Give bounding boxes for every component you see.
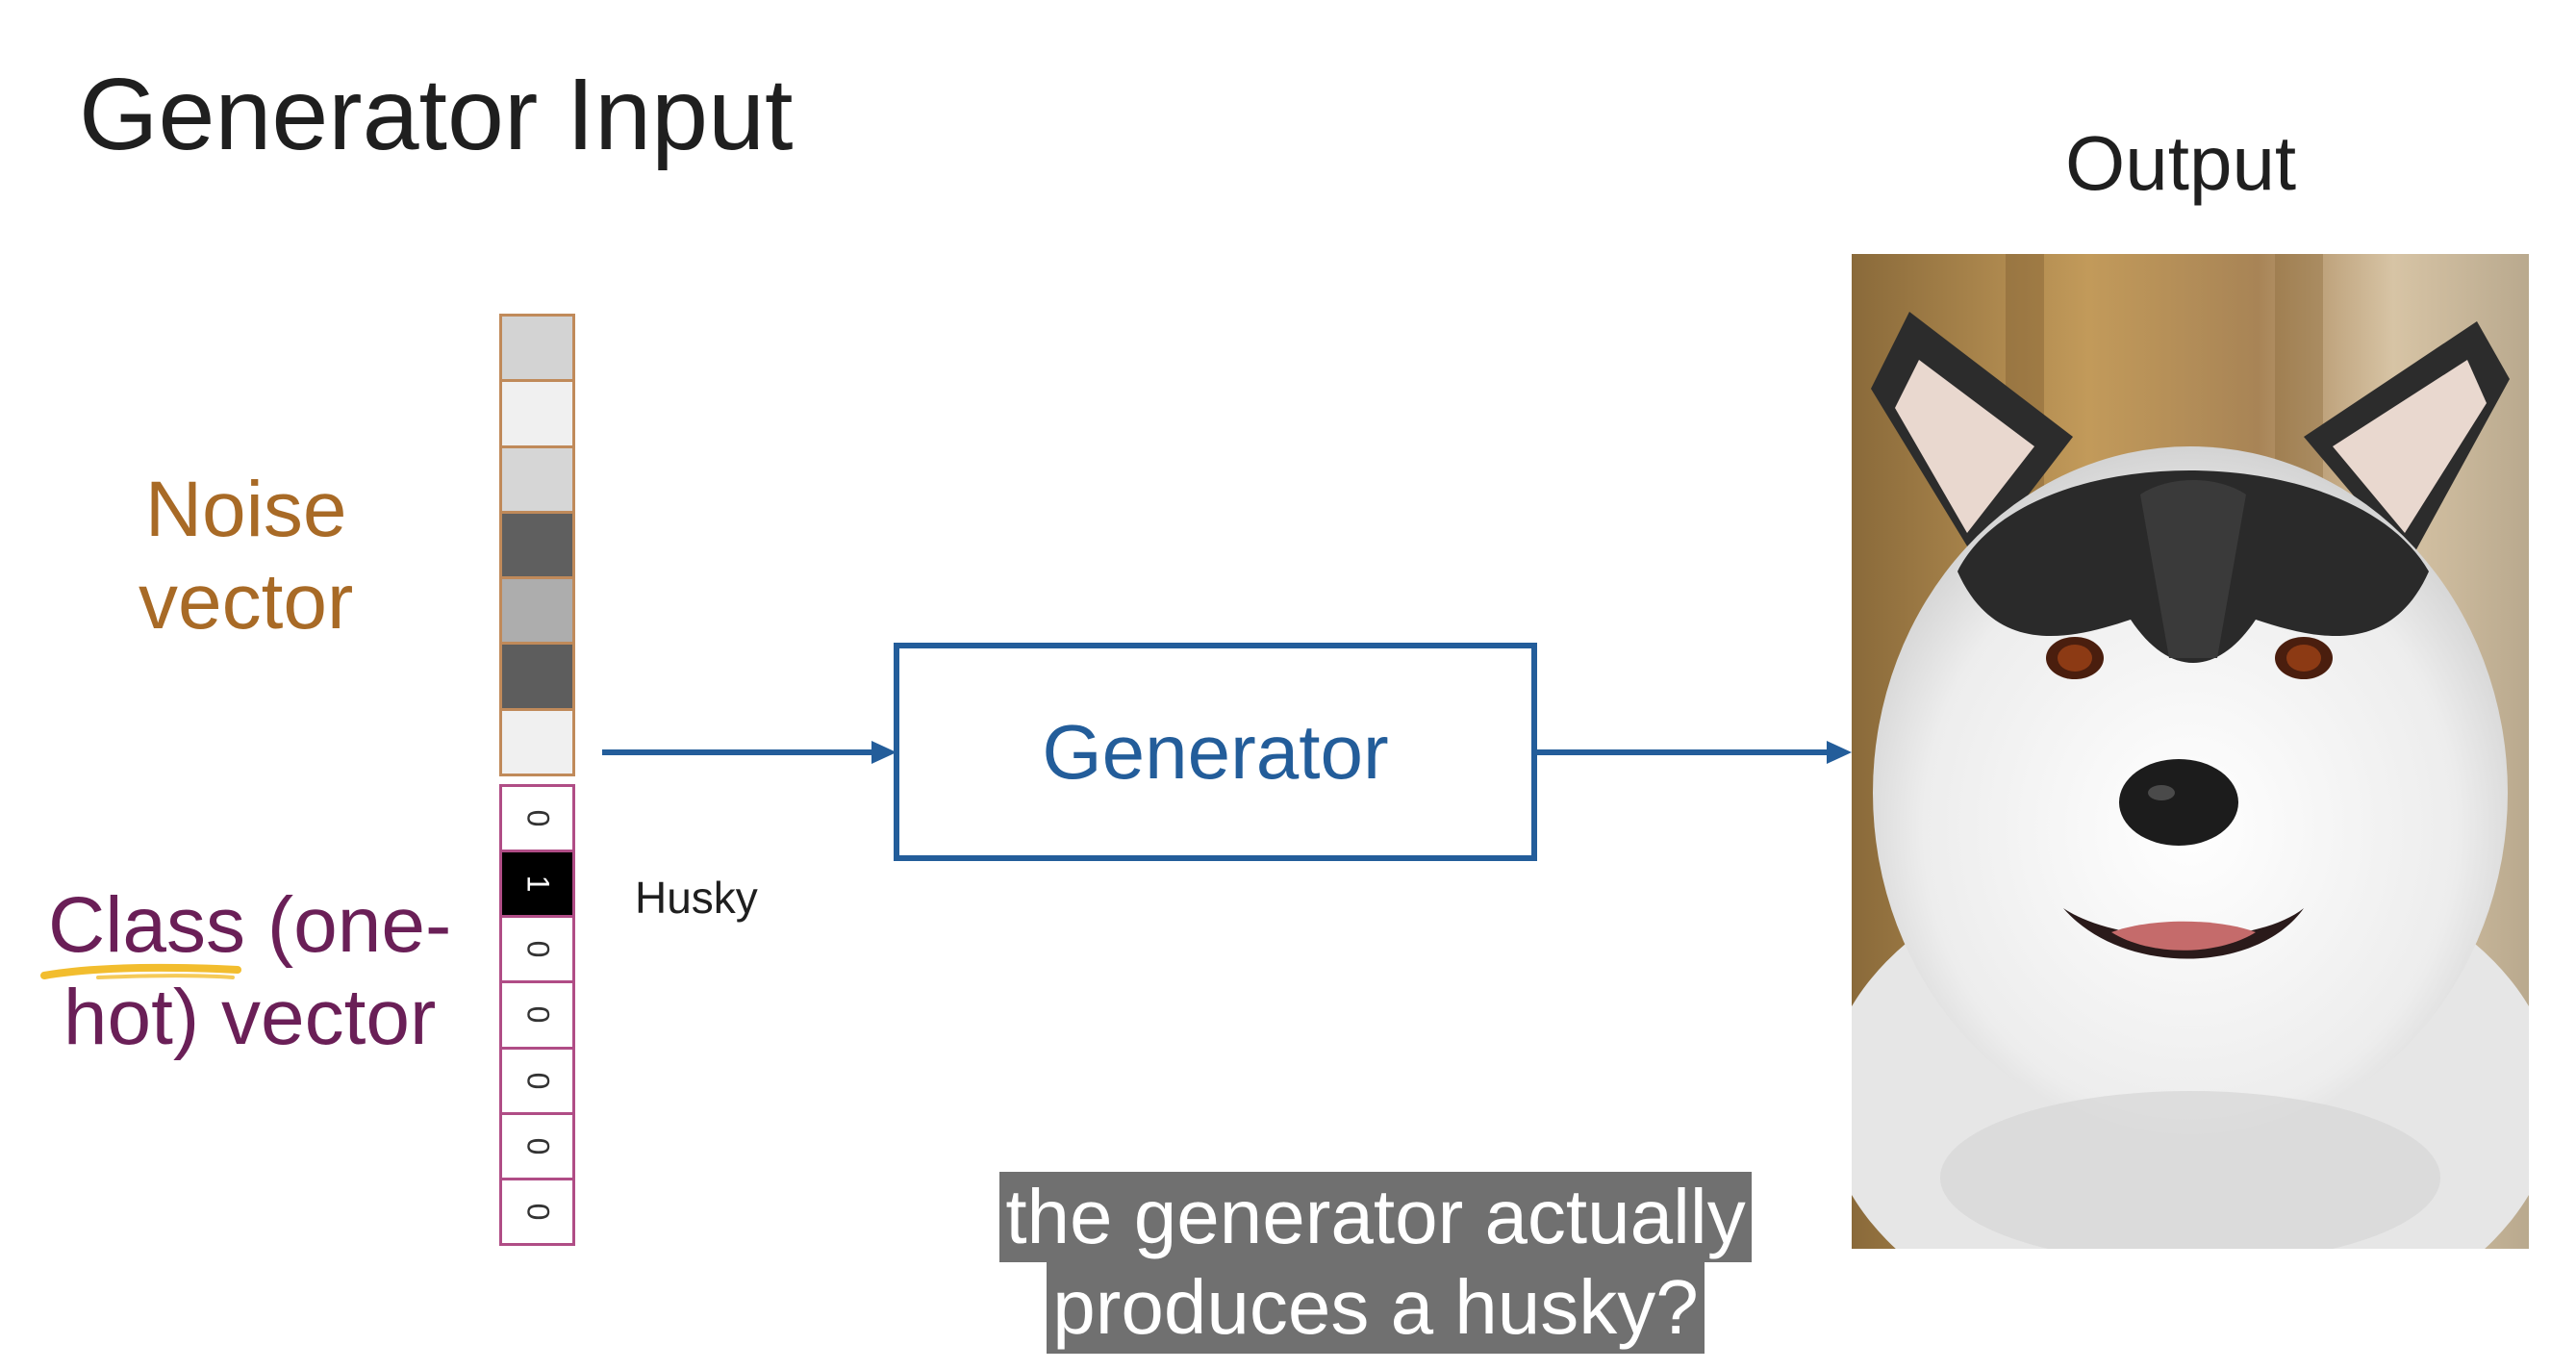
one-hot-cell: 1 [502, 852, 572, 919]
one-hot-vector: 0 1 0 0 0 0 0 [499, 784, 575, 1246]
one-hot-cell: 0 [502, 918, 572, 984]
generator-label: Generator [1042, 708, 1389, 795]
class-label-line2: hot) vector [63, 973, 437, 1061]
noise-cell [502, 645, 572, 711]
class-label-line1: Class (one- [48, 881, 452, 969]
output-arrow-head [1827, 741, 1852, 764]
one-hot-cell: 0 [502, 983, 572, 1050]
one-hot-cell: 0 [502, 1180, 572, 1243]
noise-cell [502, 382, 572, 448]
caption-line-2: produces a husky? [1047, 1262, 1705, 1354]
one-hot-value: 1 [519, 875, 555, 893]
noise-cell [502, 579, 572, 646]
noise-cell [502, 317, 572, 383]
noise-cell [502, 447, 572, 514]
husky-class-label: Husky [635, 873, 758, 923]
husky-photo [1852, 254, 2529, 1249]
caption-line-1: the generator actually [999, 1172, 1752, 1263]
one-hot-value: 0 [519, 1137, 555, 1155]
noise-label-line2: vector [139, 557, 354, 646]
one-hot-value: 0 [519, 809, 555, 827]
noise-label-line1: Noise [144, 466, 347, 553]
one-hot-value: 0 [519, 1203, 555, 1221]
one-hot-cell: 0 [502, 787, 572, 853]
one-hot-cell: 0 [502, 1115, 572, 1180]
noise-vector [499, 314, 575, 776]
class-vector-label: Class (one- hot) vector [48, 879, 451, 1064]
slide-title: Generator Input [79, 58, 794, 171]
noise-cell [502, 710, 572, 774]
noise-cell [502, 513, 572, 580]
output-label: Output [2065, 120, 2297, 206]
video-caption: the generator actually produces a husky? [962, 1172, 1789, 1354]
one-hot-cell: 0 [502, 1050, 572, 1115]
generator-box: Generator [894, 643, 1537, 861]
noise-vector-label: Noise vector [139, 464, 353, 648]
one-hot-value: 0 [519, 1072, 555, 1090]
one-hot-value: 0 [519, 1006, 555, 1024]
one-hot-value: 0 [519, 940, 555, 958]
